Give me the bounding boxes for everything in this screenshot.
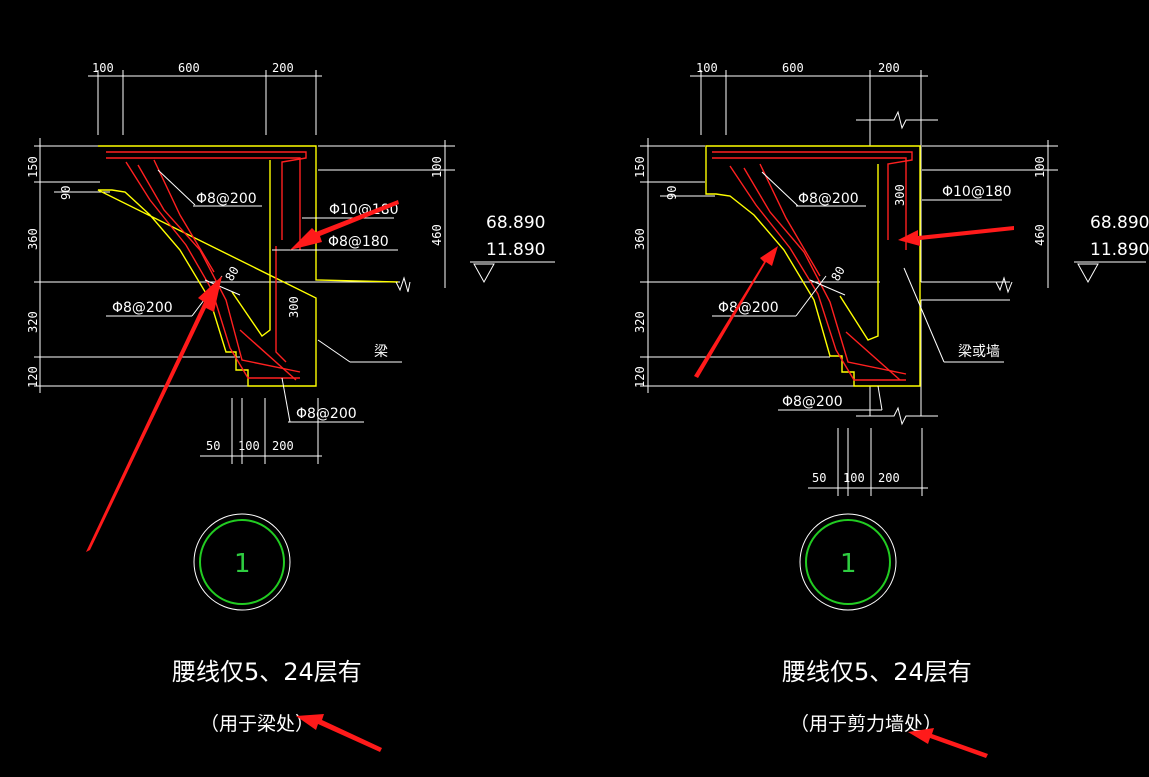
right-dim-600: 600 (782, 61, 804, 75)
left-subtitle: （用于梁处） (200, 713, 314, 735)
left-elevation-1: 68.890 (486, 213, 545, 233)
right-elevation-2: 11.890 (1090, 240, 1149, 260)
left-label-d8-200-c: Φ8@200 (296, 406, 357, 422)
right-right-dimension: 100 460 (922, 140, 1058, 288)
right-title: 腰线仅5、24层有 (782, 658, 972, 686)
left-inner-notch (231, 160, 271, 337)
left-concrete-outline (97, 145, 399, 387)
left-dim-600: 600 (178, 61, 200, 75)
right-label-d8-200-c: Φ8@200 (782, 394, 843, 410)
right-bubble-number: 1 (840, 549, 857, 579)
right-label-d8-200-a: Φ8@200 (798, 191, 859, 207)
left-detail: 100 600 200 150 360 320 120 90 100 460 (26, 61, 555, 752)
right-elevation-marker: 68.890 11.890 (1074, 213, 1149, 284)
right-label-d8-200-b: Φ8@200 (718, 300, 779, 316)
left-label-d8-180: Φ8@180 (328, 234, 389, 250)
left-dim-b-200: 200 (272, 439, 294, 453)
left-markup-arrow-subtitle (296, 714, 382, 752)
right-rebar-labels: Φ8@200 Φ10@180 Φ8@200 Φ8@200 80 300 梁或墙 (712, 171, 1012, 411)
left-break-symbol (395, 276, 411, 293)
right-label-d10-180: Φ10@180 (942, 184, 1012, 200)
right-dim-200: 200 (878, 61, 900, 75)
left-label-d10-180: Φ10@180 (329, 202, 399, 218)
right-markup-arrow-wall (898, 226, 1014, 246)
left-dim-120: 120 (26, 366, 40, 388)
right-dim-120: 120 (633, 366, 647, 388)
right-side-dimension: 150 360 320 120 90 (633, 138, 880, 393)
right-dim-b-200: 200 (878, 471, 900, 485)
left-label-d8-200-b: Φ8@200 (112, 300, 173, 316)
left-label-d8-200-a: Φ8@200 (196, 191, 257, 207)
left-dim-b-50: 50 (206, 439, 220, 453)
right-inner-notch (839, 164, 879, 341)
left-rebar (106, 151, 307, 381)
right-dim-90: 90 (665, 186, 679, 200)
left-elevation-marker: 68.890 11.890 (470, 213, 555, 284)
right-markup-arrow-subtitle (908, 728, 988, 758)
right-bottom-dimension: 50 100 200 (808, 428, 928, 496)
left-dim-90: 90 (59, 186, 73, 200)
left-detail-bubble: 1 (193, 513, 291, 611)
right-top-dimension: 100 600 200 (690, 61, 928, 135)
left-bubble-number: 1 (234, 549, 251, 579)
left-markup-arrow-rebar (290, 200, 399, 250)
left-right-dimension: 100 460 (318, 140, 455, 288)
left-title: 腰线仅5、24层有 (172, 658, 362, 686)
left-dim-r-460: 460 (430, 224, 444, 246)
left-dim-150: 150 (26, 156, 40, 178)
right-markup-arrow-diagonal (694, 246, 778, 378)
left-elevation-2: 11.890 (486, 240, 545, 260)
right-dim-r-100: 100 (1033, 156, 1047, 178)
left-rebar-labels: Φ8@200 Φ10@180 Φ8@180 Φ8@200 Φ8@200 80 3… (106, 169, 402, 423)
right-dim-360: 360 (633, 228, 647, 250)
left-dim-80: 80 (222, 264, 241, 284)
right-shear-wall (856, 110, 1013, 426)
left-dim-b-100: 100 (238, 439, 260, 453)
left-dim-320: 320 (26, 311, 40, 333)
left-dim-300: 300 (287, 296, 301, 318)
right-subtitle: （用于剪力墙处） (790, 713, 942, 735)
left-bottom-dimension: 50 100 200 (200, 398, 322, 464)
left-dim-100: 100 (92, 61, 114, 75)
right-rebar (712, 151, 913, 381)
right-dim-320: 320 (633, 311, 647, 333)
left-top-dimension: 100 600 200 (88, 61, 322, 135)
right-dim-100: 100 (696, 61, 718, 75)
right-dim-b-50: 50 (812, 471, 826, 485)
right-dim-80: 80 (828, 264, 847, 284)
right-wall-label: 梁或墙 (958, 344, 1000, 360)
left-dim-200: 200 (272, 61, 294, 75)
right-elevation-1: 68.890 (1090, 213, 1149, 233)
right-dim-b-100: 100 (843, 471, 865, 485)
right-concrete-outline (705, 145, 921, 387)
right-detail: 100 600 200 150 360 320 120 90 100 460 (633, 61, 1149, 758)
left-dim-r-100: 100 (430, 156, 444, 178)
left-side-dimension: 150 360 320 120 90 (26, 138, 400, 393)
right-detail-bubble: 1 (799, 513, 897, 611)
right-dim-r-460: 460 (1033, 224, 1047, 246)
right-dim-300: 300 (893, 184, 907, 206)
right-dim-150: 150 (633, 156, 647, 178)
left-dim-360: 360 (26, 228, 40, 250)
left-markup-arrow-diagonal (86, 276, 222, 552)
left-beam-label: 梁 (374, 344, 388, 360)
